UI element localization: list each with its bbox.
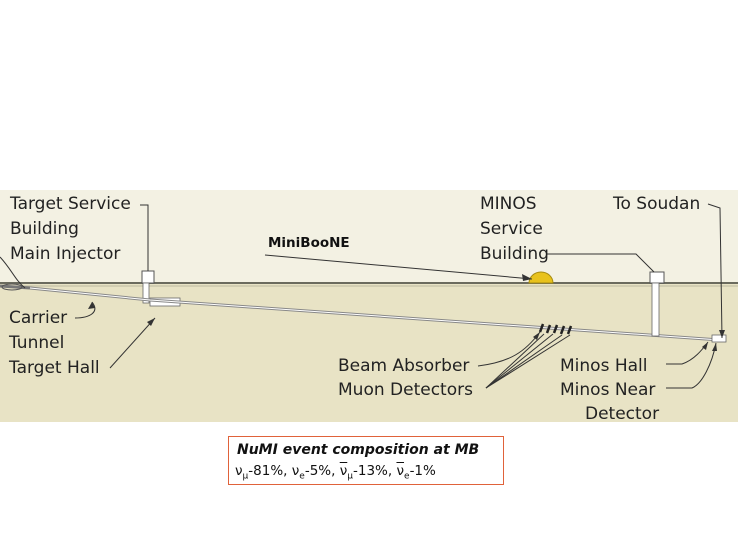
arrowhead	[712, 343, 717, 351]
arrowhead	[88, 302, 95, 309]
muon-mark	[545, 324, 552, 334]
muon-mark	[566, 325, 573, 335]
leader-target-hall	[109, 317, 156, 369]
leader-minos-service	[546, 253, 655, 273]
label-target-service-building: Building	[10, 219, 79, 239]
nubar-symbol: ν	[396, 463, 405, 479]
leader-muon-3	[485, 334, 563, 389]
label-target-service: Target Service	[10, 194, 131, 214]
nubar-symbol: ν	[339, 463, 348, 479]
arrowhead	[533, 332, 540, 340]
target-service-building-shape	[141, 270, 155, 284]
leader-carrier-tunnel	[74, 301, 96, 319]
main-injector-ring	[1, 283, 23, 291]
leader-muon-1	[485, 333, 545, 389]
leader-target-service	[140, 204, 149, 271]
composition-title: NuMI event composition at MB	[237, 442, 480, 458]
arrowhead	[522, 274, 532, 281]
muon-mark	[559, 325, 566, 335]
label-beam-absorber: Beam Absorber	[338, 356, 470, 376]
beam-tunnel-inner	[29, 287, 721, 341]
label-muon-detectors: Muon Detectors	[338, 380, 473, 400]
e-subscript: e	[299, 471, 305, 482]
muon-mark	[552, 324, 559, 334]
ground	[0, 282, 738, 422]
label-minos-hall: Minos Hall	[560, 356, 648, 376]
numu-value: -81%,	[248, 463, 292, 479]
nu-symbol: ν	[291, 463, 300, 479]
arrowhead	[147, 318, 155, 326]
minos-shaft	[651, 282, 660, 337]
nuebar-value: -1%	[409, 463, 436, 479]
label-service: Service	[480, 219, 543, 239]
label-main-injector: Main Injector	[10, 244, 121, 264]
minos-hall-shape	[711, 334, 727, 343]
muon-mark	[538, 323, 545, 333]
muon-detector-marks	[538, 323, 573, 335]
label-carrier: Carrier	[9, 308, 68, 328]
composition-values: νμ-81%, νe-5%, νμ-13%, νe-1%	[235, 463, 436, 482]
e-subscript: e	[404, 471, 410, 482]
leader-main-injector	[0, 256, 26, 289]
arrowhead	[702, 342, 708, 350]
arrowhead	[719, 330, 725, 338]
mu-subscript: μ	[347, 471, 353, 482]
label-minos: MINOS	[480, 194, 537, 214]
numubar-value: -13%,	[353, 463, 397, 479]
label-target-hall: Target Hall	[9, 358, 100, 378]
leader-muon-2	[485, 333, 554, 389]
leader-miniboone	[264, 254, 533, 280]
label-miniboone: MiniBooNE	[268, 235, 350, 251]
label-minos-near: Minos Near	[560, 380, 656, 400]
leader-to-soudan	[707, 203, 723, 339]
minos-service-building-shape	[649, 271, 665, 284]
nu-symbol: ν	[235, 463, 243, 479]
mu-subscript: μ	[242, 471, 249, 482]
nue-value: -5%,	[304, 463, 340, 479]
leader-muon-4	[485, 334, 571, 389]
label-detector: Detector	[585, 404, 660, 424]
sky-band	[0, 190, 738, 282]
label-tunnel: Tunnel	[9, 333, 65, 353]
target-shaft	[142, 282, 150, 304]
label-to-soudan: To Soudan	[613, 194, 701, 214]
main-injector-tube	[0, 284, 31, 290]
event-composition-box: NuMI event composition at MB νμ-81%, νe-…	[228, 436, 504, 485]
label-minos-service-building: Building	[480, 244, 549, 264]
